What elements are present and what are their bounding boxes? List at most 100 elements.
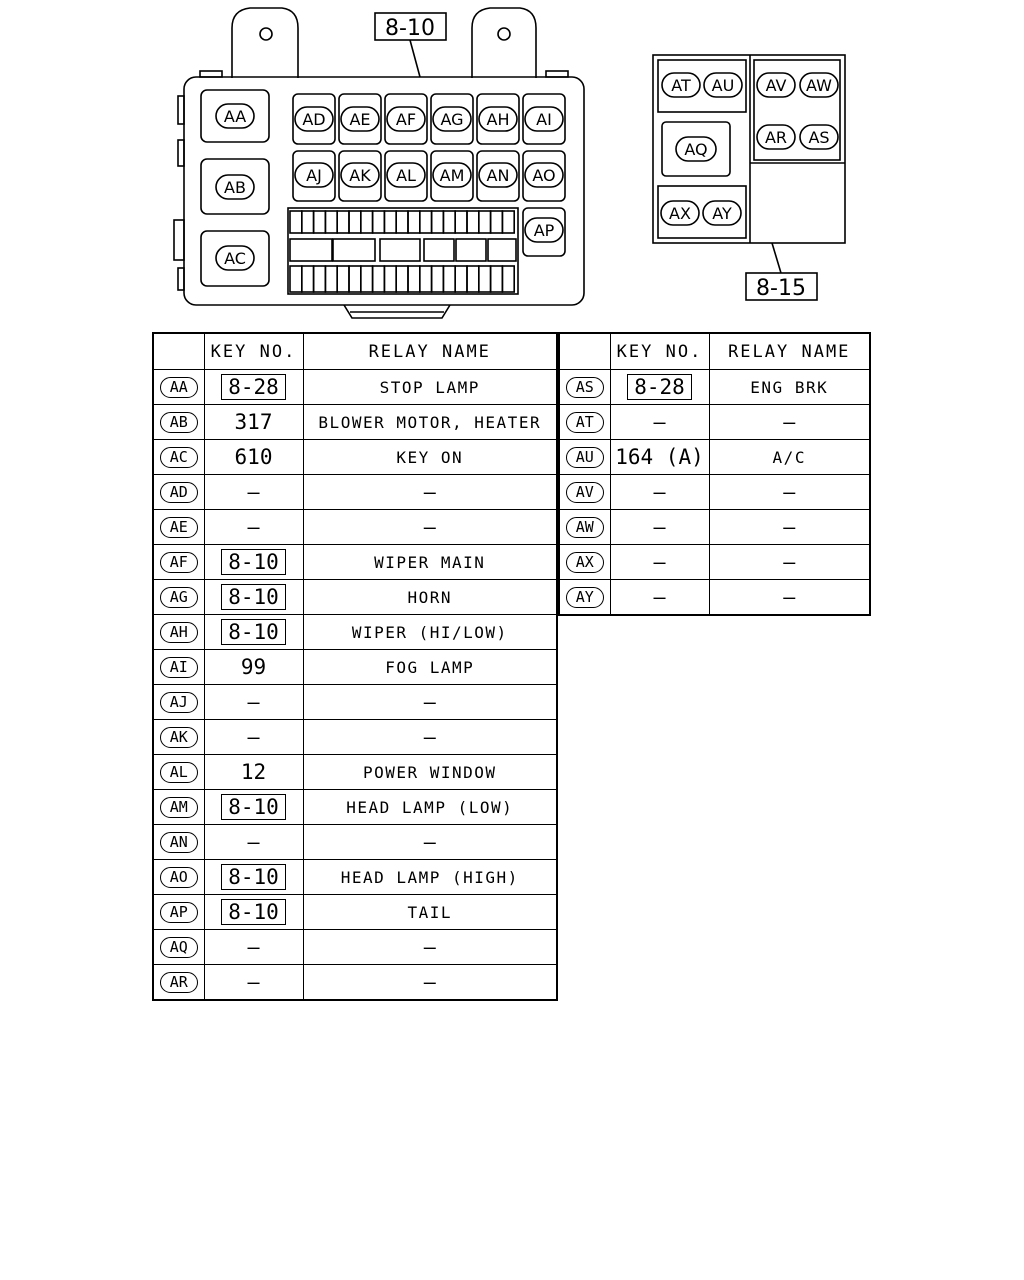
key-no: — [653, 550, 666, 574]
relay-label-ak: AK [340, 162, 380, 188]
key-no-cell: 8-10 [203, 544, 304, 580]
relay-label-ab: AB [215, 174, 255, 200]
relay-name: — [783, 550, 796, 574]
relay-label-au: AU [703, 72, 743, 98]
svg-text:AK: AK [349, 166, 371, 185]
key-no-cell: — [609, 404, 710, 440]
table-row: AY—— [558, 579, 871, 616]
relay-code: AT [565, 411, 604, 433]
relay-name: TAIL [407, 902, 453, 922]
relay-name-cell: FOG LAMP [302, 649, 558, 685]
relay-code-cell: AG [152, 579, 205, 615]
main-box-connector [343, 304, 451, 319]
relay-label-ax: AX [660, 200, 700, 226]
relay-name-cell: — [302, 929, 558, 965]
relay-name: KEY ON [396, 447, 464, 467]
key-no-cell: — [203, 684, 304, 720]
key-no: — [653, 585, 666, 609]
relay-code-cell: AV [558, 474, 611, 510]
svg-text:AL: AL [396, 166, 416, 185]
relay-name: WIPER (HI/LOW) [351, 622, 508, 642]
header-relay-name: RELAY NAME [302, 332, 558, 370]
key-no-cell: 8-28 [609, 369, 710, 405]
relay-code-cell: AN [152, 824, 205, 860]
svg-text:AY: AY [712, 204, 732, 223]
relay-label-ao: AO [524, 162, 564, 188]
relay-code-cell: AD [152, 474, 205, 510]
relay-name: — [423, 970, 436, 994]
relay-label-ah: AH [478, 106, 518, 132]
header-key-no: KEY NO. [609, 332, 710, 370]
table-row: AR—— [152, 964, 558, 1001]
table-row: AT—— [558, 404, 871, 440]
relay-code-cell: AP [152, 894, 205, 930]
relay-code: AC [159, 446, 198, 468]
relay-code-cell: AI [152, 649, 205, 685]
relay-label-aw: AW [799, 72, 839, 98]
relay-code: AQ [159, 936, 198, 958]
relay-code: AN [159, 831, 198, 853]
table-row: AQ—— [152, 929, 558, 965]
relay-code: AU [565, 446, 604, 468]
key-no-cell: 8-10 [203, 579, 304, 615]
relay-label-as: AS [799, 124, 839, 150]
relay-code: AY [565, 586, 604, 608]
relay-label-ag: AG [432, 106, 472, 132]
key-no: — [247, 725, 260, 749]
header-blank [152, 332, 205, 370]
relay-name-cell: — [708, 509, 871, 545]
mount-ear-right [471, 7, 537, 78]
svg-text:AT: AT [671, 76, 691, 95]
main-box-body [183, 76, 585, 306]
relay-name-cell: HEAD LAMP (HIGH) [302, 859, 558, 895]
relay-name: FOG LAMP [385, 657, 475, 677]
relay-code: AF [159, 551, 198, 573]
relay-code-cell: AC [152, 439, 205, 475]
relay-name-cell: TAIL [302, 894, 558, 930]
aux-callout-text: 8-15 [756, 276, 806, 301]
relay-code-cell: AW [558, 509, 611, 545]
relay-code-cell: AQ [152, 929, 205, 965]
relay-code: AP [159, 901, 198, 923]
table-row: AE—— [152, 509, 558, 545]
svg-text:AH: AH [487, 110, 510, 129]
key-no: — [247, 830, 260, 854]
relay-code-cell: AR [152, 964, 205, 1001]
key-no-cell: 8-28 [203, 369, 304, 405]
relay-label-av: AV [756, 72, 796, 98]
key-no-cell: 8-10 [203, 614, 304, 650]
table-header-row: KEY NO. RELAY NAME [558, 332, 871, 370]
key-no-boxed: 8-10 [221, 549, 286, 575]
key-no: 99 [240, 655, 267, 679]
main-relay-box: 8-10 [173, 7, 585, 319]
relay-code: AJ [159, 691, 198, 713]
relay-name: ENG BRK [750, 377, 829, 397]
key-no-cell: 8-10 [203, 859, 304, 895]
relay-label-ay: AY [702, 200, 742, 226]
key-no-cell: — [203, 964, 304, 1001]
relay-name: HEAD LAMP (LOW) [346, 797, 514, 817]
relay-code: AS [565, 376, 604, 398]
svg-text:AJ: AJ [306, 166, 322, 185]
relay-code: AG [159, 586, 198, 608]
aux-callout-box [745, 272, 818, 301]
relay-code-cell: AA [152, 369, 205, 405]
key-no: — [247, 480, 260, 504]
key-no-cell: — [203, 509, 304, 545]
relay-name-cell: — [302, 474, 558, 510]
main-callout-text: 8-10 [385, 16, 435, 41]
svg-text:AU: AU [712, 76, 735, 95]
key-no-cell: 12 [203, 754, 304, 790]
relay-name-cell: — [302, 509, 558, 545]
key-no: 317 [234, 410, 273, 434]
svg-text:AC: AC [224, 249, 246, 268]
relay-code-cell: AU [558, 439, 611, 475]
svg-text:AM: AM [440, 166, 465, 185]
relay-code-cell: AE [152, 509, 205, 545]
key-no-cell: 8-10 [203, 894, 304, 930]
key-no: 164 (A) [615, 445, 704, 469]
key-no: — [653, 480, 666, 504]
